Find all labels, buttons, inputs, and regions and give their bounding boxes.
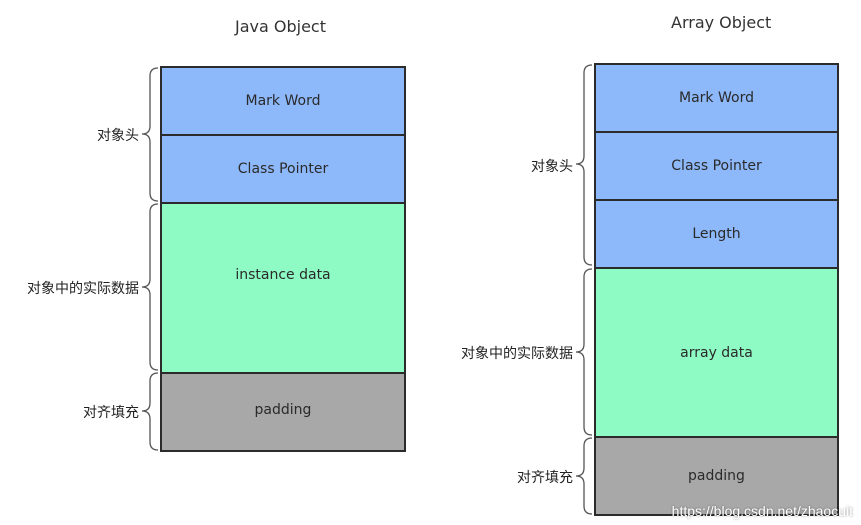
array-class-pointer-label: Class Pointer — [671, 158, 762, 174]
array-data-brace — [575, 268, 593, 436]
java-padding-block: padding — [160, 372, 406, 452]
array-data-label: array data — [680, 344, 753, 361]
array-data-block: array data — [594, 267, 839, 438]
array-mark-word-label: Mark Word — [679, 90, 754, 106]
watermark-url: https://blog.csdn.net/zhaocuit — [671, 503, 853, 519]
java-mark-word-block: Mark Word — [160, 66, 406, 136]
array-mark-word-block: Mark Word — [594, 63, 839, 133]
java-padding-brace — [141, 372, 159, 451]
java-data-label: 对象中的实际数据 — [27, 281, 139, 297]
array-object-title: Array Object — [671, 13, 772, 32]
array-header-brace — [575, 64, 593, 266]
java-class-pointer-label: Class Pointer — [237, 161, 329, 177]
java-mark-word-label: Mark Word — [245, 93, 321, 109]
java-data-brace — [141, 203, 159, 371]
array-padding-block: padding — [594, 436, 839, 516]
java-object-title: Java Object — [235, 17, 326, 36]
array-padding-label-left: 对齐填充 — [517, 470, 573, 486]
java-padding-label-left: 对齐填充 — [83, 405, 139, 421]
java-instance-data-block: instance data — [160, 202, 406, 374]
java-instance-data-label: instance data — [235, 267, 331, 283]
java-header-label: 对象头 — [97, 128, 139, 144]
array-data-label-left: 对象中的实际数据 — [461, 346, 573, 362]
java-class-pointer-block: Class Pointer — [160, 134, 406, 204]
array-padding-brace — [575, 437, 593, 515]
java-padding-label: padding — [254, 402, 312, 418]
array-braces — [575, 64, 593, 515]
array-length-label: Length — [692, 226, 741, 242]
array-length-block: Length — [594, 199, 839, 269]
java-header-brace — [141, 67, 159, 202]
array-header-label: 对象头 — [531, 159, 573, 175]
array-class-pointer-block: Class Pointer — [594, 131, 839, 201]
java-braces — [141, 67, 159, 451]
array-padding-label: padding — [688, 468, 745, 484]
